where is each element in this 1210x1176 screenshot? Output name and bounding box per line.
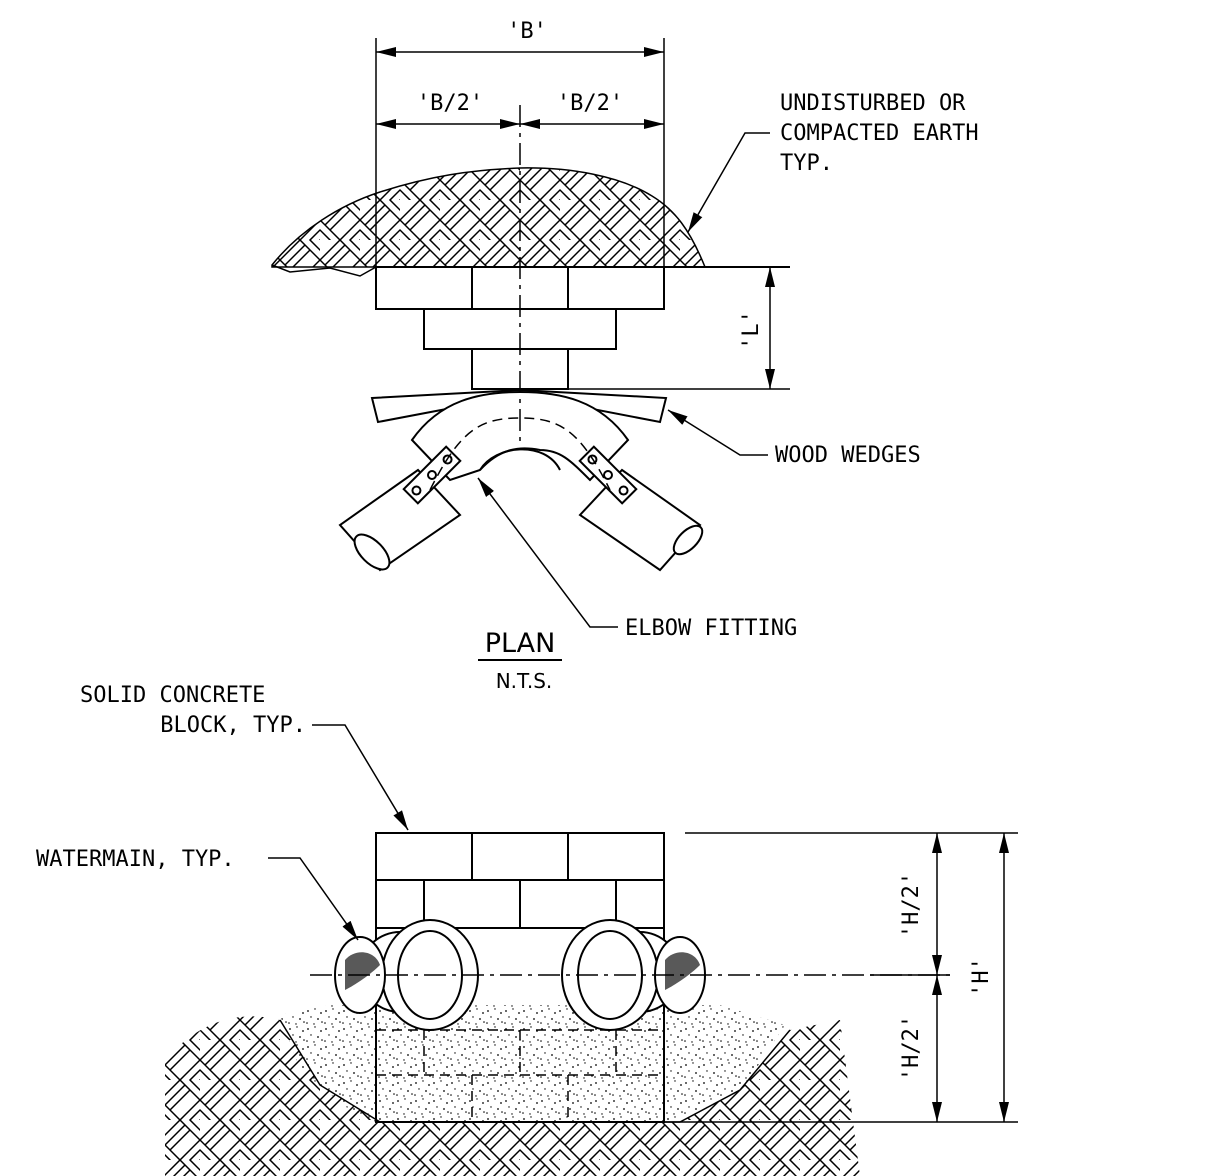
dim-h-half-top-label: 'H/2' — [899, 872, 924, 938]
callout-elbow-fitting: ELBOW FITTING — [625, 616, 797, 641]
plan-scale: N.T.S. — [496, 669, 553, 693]
callout-earth-line-2: COMPACTED EARTH — [780, 121, 979, 146]
callout-earth-line-1: UNDISTURBED OR — [780, 91, 966, 116]
callout-wood-wedges: WOOD WEDGES — [775, 443, 921, 468]
dim-l-label: 'L' — [739, 310, 764, 350]
dim-b-label: 'B' — [507, 19, 547, 44]
plan-earth-mound — [271, 167, 707, 268]
section-earth — [165, 1016, 860, 1176]
callout-block-line-1: SOLID CONCRETE — [80, 683, 265, 708]
gravel-bedding — [280, 1005, 785, 1122]
plan-pipe-right — [578, 468, 702, 572]
dim-h-label: 'H' — [969, 957, 994, 997]
dim-h-half-bottom-label: 'H/2' — [899, 1015, 924, 1081]
plan-title: PLAN — [485, 628, 556, 659]
callout-earth-line-3: TYP. — [780, 151, 833, 176]
section-pipe-left — [334, 919, 479, 1031]
callout-block-line-2: BLOCK, TYP. — [160, 713, 306, 738]
callout-watermain: WATERMAIN, TYP. — [36, 847, 235, 872]
plan-pipe-left — [338, 468, 462, 572]
section-pipe-right — [561, 919, 706, 1031]
dim-b-half-left-label: 'B/2' — [417, 91, 483, 116]
dim-b-half-right-label: 'B/2' — [557, 91, 623, 116]
